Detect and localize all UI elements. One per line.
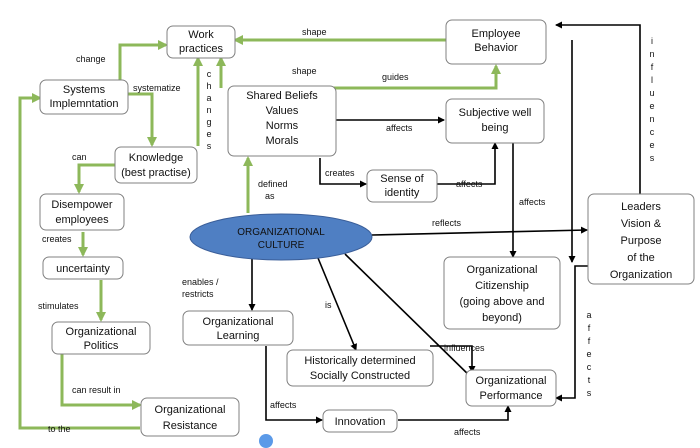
cursor-dot xyxy=(259,434,273,448)
label-change: change xyxy=(76,54,106,64)
edge-identity-affects-wellbeing xyxy=(437,142,499,185)
edge-culture-performance xyxy=(344,253,475,381)
label-affects-beliefs: affects xyxy=(386,123,413,133)
edge-politics-can-result-in-resistance xyxy=(60,354,142,410)
edge-innovation-affects-performance xyxy=(398,405,512,421)
label-reflects: reflects xyxy=(432,218,462,228)
label-creates-uncertainty: creates xyxy=(42,234,72,244)
edge-leaders-influences-behavior xyxy=(555,21,641,194)
label-restricts: restricts xyxy=(182,289,214,299)
edge-historical-influences-performance xyxy=(430,345,476,373)
svg-text:Innovation: Innovation xyxy=(335,416,386,428)
edge-learning-affects-innovation xyxy=(265,346,323,424)
label-to-the: to the xyxy=(48,424,71,434)
svg-text:Knowledge(best practise): Knowledge(best practise) xyxy=(121,152,191,179)
connectors xyxy=(18,21,641,430)
edge-beliefs-creates-identity xyxy=(319,158,367,188)
label-defined: defined xyxy=(258,179,288,189)
node-innovation[interactable]: Innovation xyxy=(322,409,398,433)
node-uncertainty[interactable]: uncertainty xyxy=(42,256,124,280)
label-affects-innovation: affects xyxy=(270,400,297,410)
node-knowledge[interactable]: Knowledge(best practise) xyxy=(114,146,198,184)
label-as: as xyxy=(265,191,275,201)
label-systematize: systematize xyxy=(133,83,181,93)
label-affects-bottom: affects xyxy=(454,427,481,437)
label-creates-identity: creates xyxy=(325,168,355,178)
link-labels: shape shape change systematize guides af… xyxy=(38,27,655,437)
label-is: is xyxy=(325,300,332,310)
edge-culture-is-historical xyxy=(317,257,357,351)
edge-systems-systematize-knowledge xyxy=(128,92,157,147)
label-influences-performance: influences xyxy=(444,343,485,353)
label-enables: enables / xyxy=(182,277,219,287)
edge-resistance-to-the-systems xyxy=(18,93,140,430)
label-guides: guides xyxy=(382,72,409,82)
label-affects-identity: affects xyxy=(456,179,483,189)
label-can-result-in: can result in xyxy=(72,385,121,395)
edge-knowledge-can-disempower xyxy=(74,163,115,194)
label-shape-top: shape xyxy=(302,27,327,37)
edge-culture-reflects-leaders xyxy=(371,226,588,236)
label-stimulates: stimulates xyxy=(38,301,79,311)
edge-beliefs-guides-behavior xyxy=(330,64,501,90)
label-shape-mid: shape xyxy=(292,66,317,76)
svg-text:uncertainty: uncertainty xyxy=(56,263,110,275)
label-affects-wellbeing: affects xyxy=(519,197,546,207)
edge-systems-change-work xyxy=(118,40,168,82)
edge-leaders-affects-performance xyxy=(555,265,600,402)
label-can: can xyxy=(72,152,87,162)
